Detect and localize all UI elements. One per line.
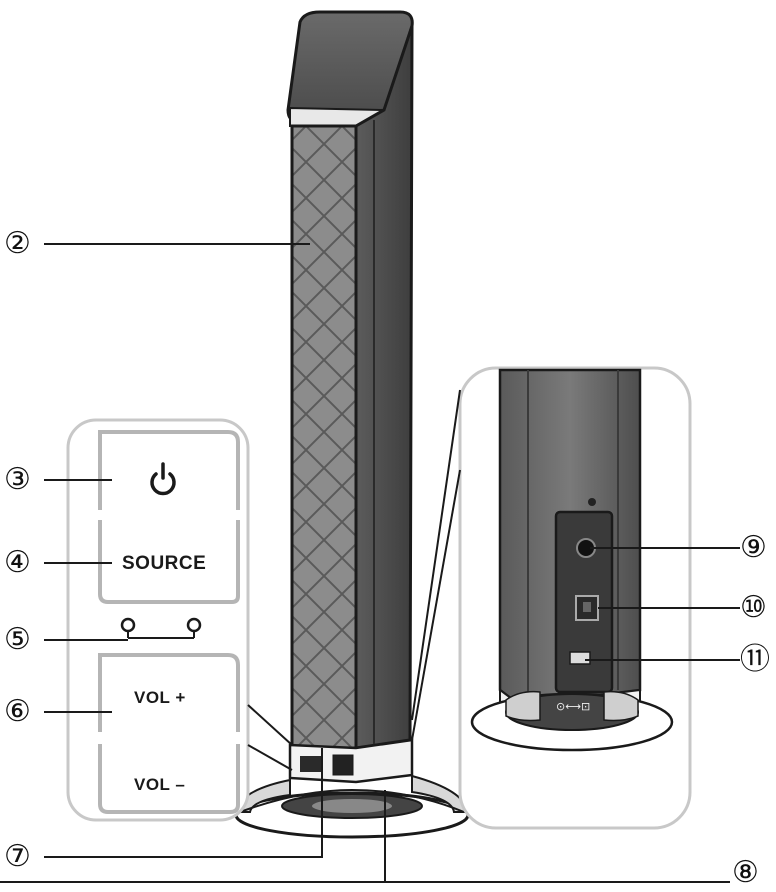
callout-11: ⑪ (740, 642, 770, 677)
callout-2: ② (4, 226, 31, 261)
leader-7 (44, 748, 323, 858)
speaker-tower (234, 10, 470, 839)
tower-side-panel (354, 25, 414, 750)
callout-3: ③ (4, 462, 31, 497)
rear-panel-inset: ⊙⟷⊡ (411, 366, 692, 830)
usb-port (569, 651, 591, 665)
svg-text:⊙⟷⊡: ⊙⟷⊡ (556, 700, 590, 713)
source-label: SOURCE (122, 553, 207, 574)
vol-down-label: VOL – (134, 775, 186, 794)
led-indicator-window (300, 756, 322, 772)
control-panel-inset (66, 418, 293, 822)
callout-5: ⑤ (4, 622, 31, 657)
callout-8: ⑧ (732, 855, 759, 890)
callout-4: ④ (4, 545, 31, 580)
remote-sensor (332, 754, 354, 776)
vol-up-label: VOL + (134, 688, 186, 707)
callout-9: ⑨ (740, 530, 767, 565)
speaker-grille (290, 124, 358, 750)
callout-10: ⑩ (740, 590, 767, 625)
led-indicators (120, 617, 202, 639)
callout-7: ⑦ (4, 839, 31, 874)
power-icon (150, 462, 176, 496)
callout-6: ⑥ (4, 694, 31, 729)
control-panel-frame (66, 418, 250, 822)
leader-lines (0, 243, 740, 883)
